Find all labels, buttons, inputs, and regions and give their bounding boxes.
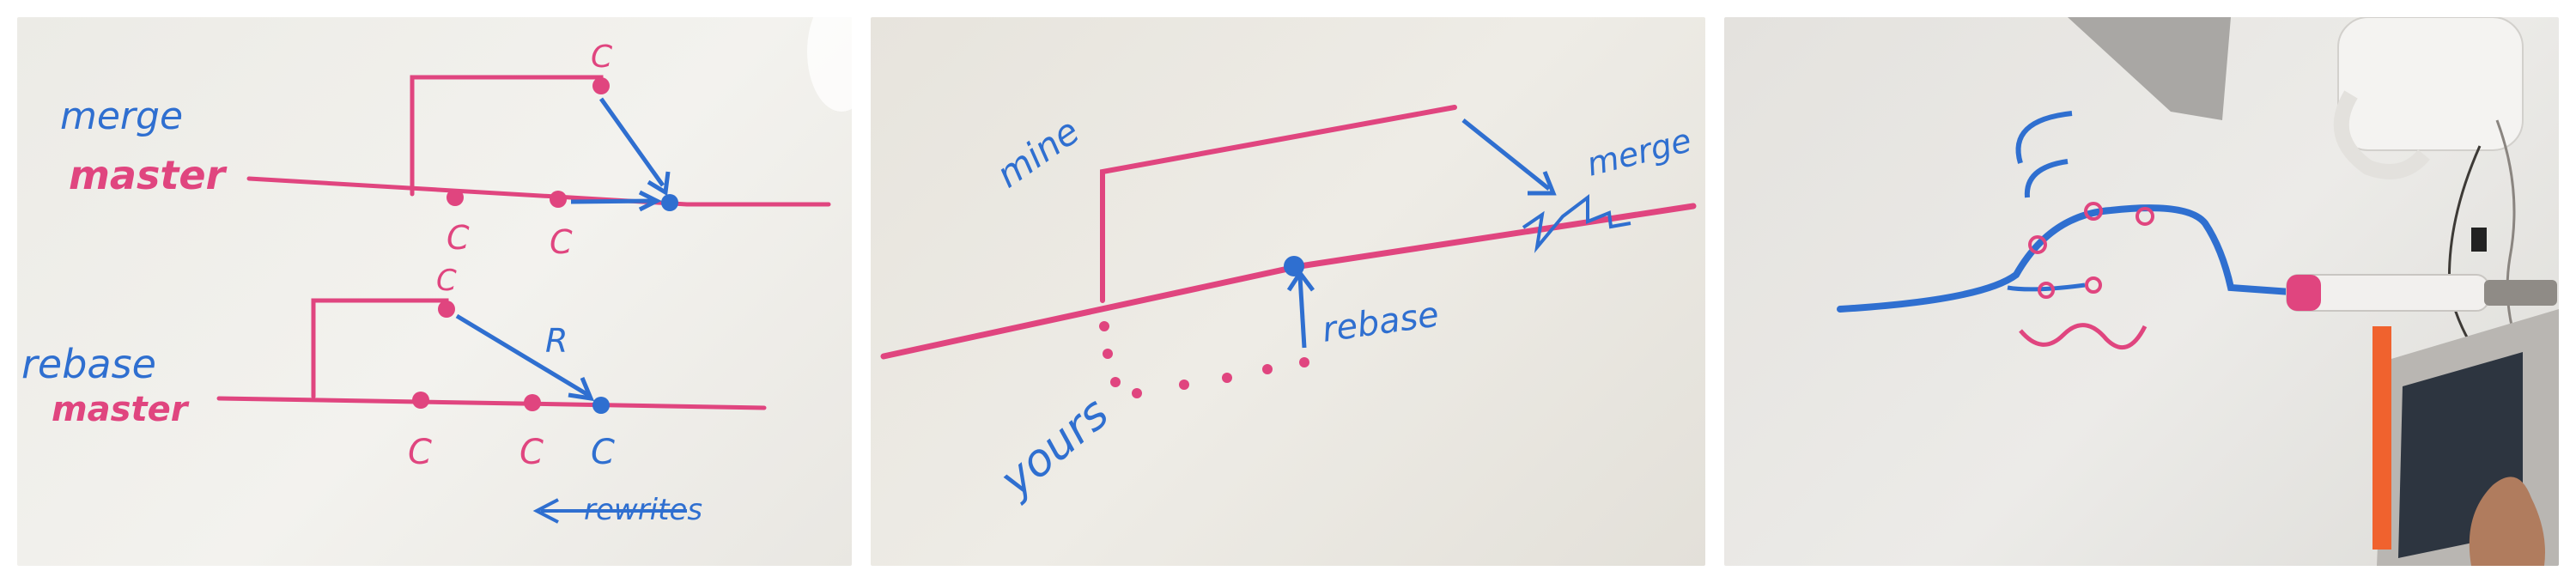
marker-cap [2286,274,2557,312]
rebase-arrow [455,313,590,398]
merge-zigzag [1522,193,1631,253]
merge-arrow [1461,118,1551,191]
blue-stroke [2015,111,2073,164]
pink-circle [2038,282,2055,299]
commit-label: C [550,223,573,261]
whiteboard-drawing-1: merge master C C C rebase master [21,17,852,527]
merge-label: merge [1583,121,1696,184]
whiteboard-drawing-3 [1837,17,2559,566]
rebase-arrowhead [568,377,595,402]
rebased-commit-dot [592,397,610,414]
whiteboard-photo-merge-vs-rebase: merge master C C C rebase master [17,17,852,566]
commit-label: C [408,433,432,472]
whiteboard-photo-mine-yours: mine merge rebase yours [871,17,1705,566]
merge-label: merge [60,94,183,138]
pink-circle [2084,202,2103,221]
hand [2469,477,2545,566]
commit-label: C [519,433,544,472]
commit-label: C [591,39,613,75]
rewrites-arrowhead [532,498,559,524]
merge-diagram: merge master C C C [60,39,831,261]
rebase-label: rebase [21,341,156,387]
rebase-diagram: rebase master C R C C C rewrites [21,264,767,527]
merge-arrowhead [647,171,671,197]
merge-commit-dot [661,194,678,211]
master-commit-dot [412,392,429,409]
glare [807,17,852,112]
master-commit-dot [524,394,541,411]
branch-commit-dot [592,77,610,94]
pink-wave [2019,323,2148,349]
master-to-merge-arrowhead [638,190,662,212]
yours-dotted-path [1099,321,1309,398]
blue-hill-line [1837,204,2294,313]
master-commit-dot [447,189,464,206]
rewrites-label: rewrites [584,493,702,527]
commit-label: C [591,433,615,472]
commit-label: C [436,264,457,298]
merge-arrowhead [1528,171,1557,196]
pink-circle [2028,235,2047,254]
orange-pen [2372,326,2391,550]
coffee-mug [2333,17,2524,179]
yours-label: yours [989,387,1118,507]
mine-branch-line [1100,105,1457,303]
branch-commit-dot [438,301,455,318]
master-commit-dot [550,191,567,208]
rebase-arrow [1297,276,1307,349]
blue-stroke [2024,159,2069,198]
main-line [880,203,1697,360]
master-line-bottom [216,396,767,410]
merge-branch-line [410,75,604,197]
master-to-merge-arrow [570,198,653,204]
plug [2471,228,2487,252]
mine-label: mine [989,110,1087,196]
merge-arrow [598,97,665,187]
master-line-top [246,176,831,207]
laptop-lid [2068,17,2231,120]
pink-circle [2136,207,2154,226]
master-label-top: master [69,152,228,198]
master-label-bottom: master [52,390,190,429]
rebase-label: rebase [1320,295,1441,350]
whiteboard-photo-desk [1724,17,2559,566]
whiteboard-drawing-2: mine merge rebase yours [880,105,1697,507]
rebase-arrowhead [1286,269,1315,292]
rebase-arrow-label: R [545,322,568,360]
pink-circle [2085,276,2102,294]
rebase-branch-line [311,298,449,399]
commit-label: C [447,219,470,257]
